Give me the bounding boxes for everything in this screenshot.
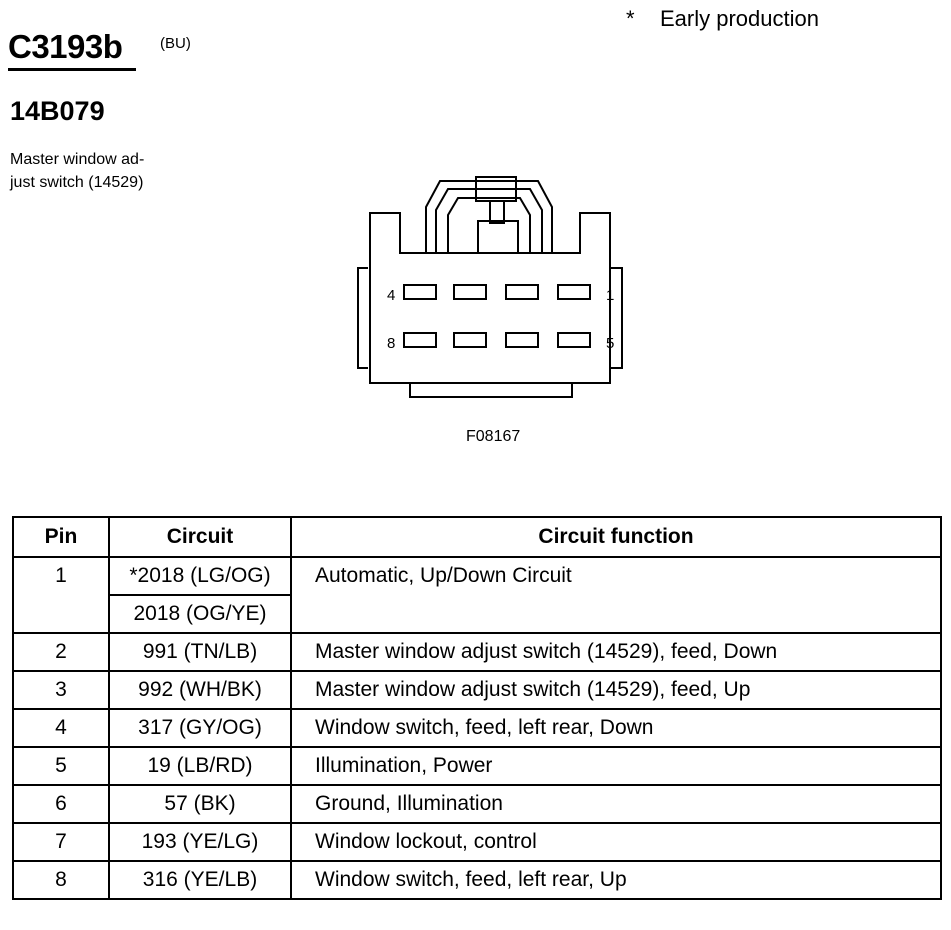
pin-cavity-5 [557, 332, 591, 348]
cell-pin: 5 [12, 746, 110, 786]
cell-circuit: 57 (BK) [108, 784, 292, 824]
connector-bottom-flange [409, 383, 573, 398]
cell-circuit: *2018 (LG/OG) [108, 556, 292, 596]
connector-id: C3193b [8, 28, 123, 65]
column-header-function: Circuit function [290, 516, 942, 558]
connector-color-code: (BU) [160, 35, 191, 52]
pin-cavity-8 [403, 332, 437, 348]
pin-cavity-4 [403, 284, 437, 300]
cell-function: Window lockout, control [290, 822, 942, 862]
pin-label-8: 8 [387, 335, 395, 352]
cell-function: Master window adjust switch (14529), fee… [290, 632, 942, 672]
table-row: 3 992 (WH/BK) Master window adjust switc… [12, 670, 942, 710]
pin-cavity-3 [453, 284, 487, 300]
cell-pin: 2 [12, 632, 110, 672]
table-header-row: Pin Circuit Circuit function [12, 516, 942, 558]
cell-circuit: 193 (YE/LG) [108, 822, 292, 862]
table-row: 2018 (OG/YE) [13, 594, 941, 634]
column-header-circuit: Circuit [108, 516, 292, 558]
pin-label-5: 5 [606, 335, 614, 352]
pin-cavity-7 [453, 332, 487, 348]
cell-circuit: 991 (TN/LB) [108, 632, 292, 672]
pin-cavity-6 [505, 332, 539, 348]
footnote-marker: * [626, 6, 635, 31]
cell-function: Window switch, feed, left rear, Down [290, 708, 942, 748]
cell-pin: 6 [12, 784, 110, 824]
connector-right-ear [610, 267, 623, 369]
cell-function: Master window adjust switch (14529), fee… [290, 670, 942, 710]
footnote-text: Early production [660, 6, 819, 31]
cell-pin: 1 [12, 556, 110, 634]
connector-left-ear [357, 267, 368, 369]
table-row: 5 19 (LB/RD) Illumination, Power [12, 746, 942, 786]
cell-circuit: 19 (LB/RD) [108, 746, 292, 786]
pin-cavity-1 [557, 284, 591, 300]
pin-label-4: 4 [387, 287, 395, 304]
cell-pin: 8 [12, 860, 110, 900]
cell-circuit: 316 (YE/LB) [108, 860, 292, 900]
cell-function: Illumination, Power [290, 746, 942, 786]
table-row: 1 *2018 (LG/OG) Automatic, Up/Down Circu… [12, 556, 942, 634]
pin-circuit-table: Pin Circuit Circuit function 1 *2018 (LG… [12, 516, 942, 900]
figure-id: F08167 [466, 428, 521, 445]
connector-latch [425, 176, 553, 254]
cell-function: Automatic, Up/Down Circuit [290, 556, 942, 634]
pin-cavity-2 [505, 284, 539, 300]
cell-circuit: 317 (GY/OG) [108, 708, 292, 748]
cell-circuit: 992 (WH/BK) [108, 670, 292, 710]
table-row: 8 316 (YE/LB) Window switch, feed, left … [12, 860, 942, 900]
column-header-pin: Pin [12, 516, 110, 558]
title-underline [8, 68, 136, 71]
part-number: 14B079 [10, 96, 105, 126]
table-row: 4 317 (GY/OG) Window switch, feed, left … [12, 708, 942, 748]
component-description-line1: Master window ad- [10, 151, 145, 168]
pin-label-1: 1 [606, 287, 614, 304]
table-row: 7 193 (YE/LG) Window lockout, control [12, 822, 942, 862]
cell-pin: 3 [12, 670, 110, 710]
cell-pin: 7 [12, 822, 110, 862]
table-row: 6 57 (BK) Ground, Illumination [12, 784, 942, 824]
connector-body-outline [369, 212, 611, 384]
cell-function: Window switch, feed, left rear, Up [290, 860, 942, 900]
cell-circuit: 2018 (OG/YE) [108, 594, 292, 634]
cell-function: Ground, Illumination [290, 784, 942, 824]
connector-face-diagram: 4 1 8 5 [357, 176, 623, 398]
component-description-line2: just switch (14529) [10, 174, 144, 191]
table-row: 2 991 (TN/LB) Master window adjust switc… [12, 632, 942, 672]
cell-pin: 4 [12, 708, 110, 748]
